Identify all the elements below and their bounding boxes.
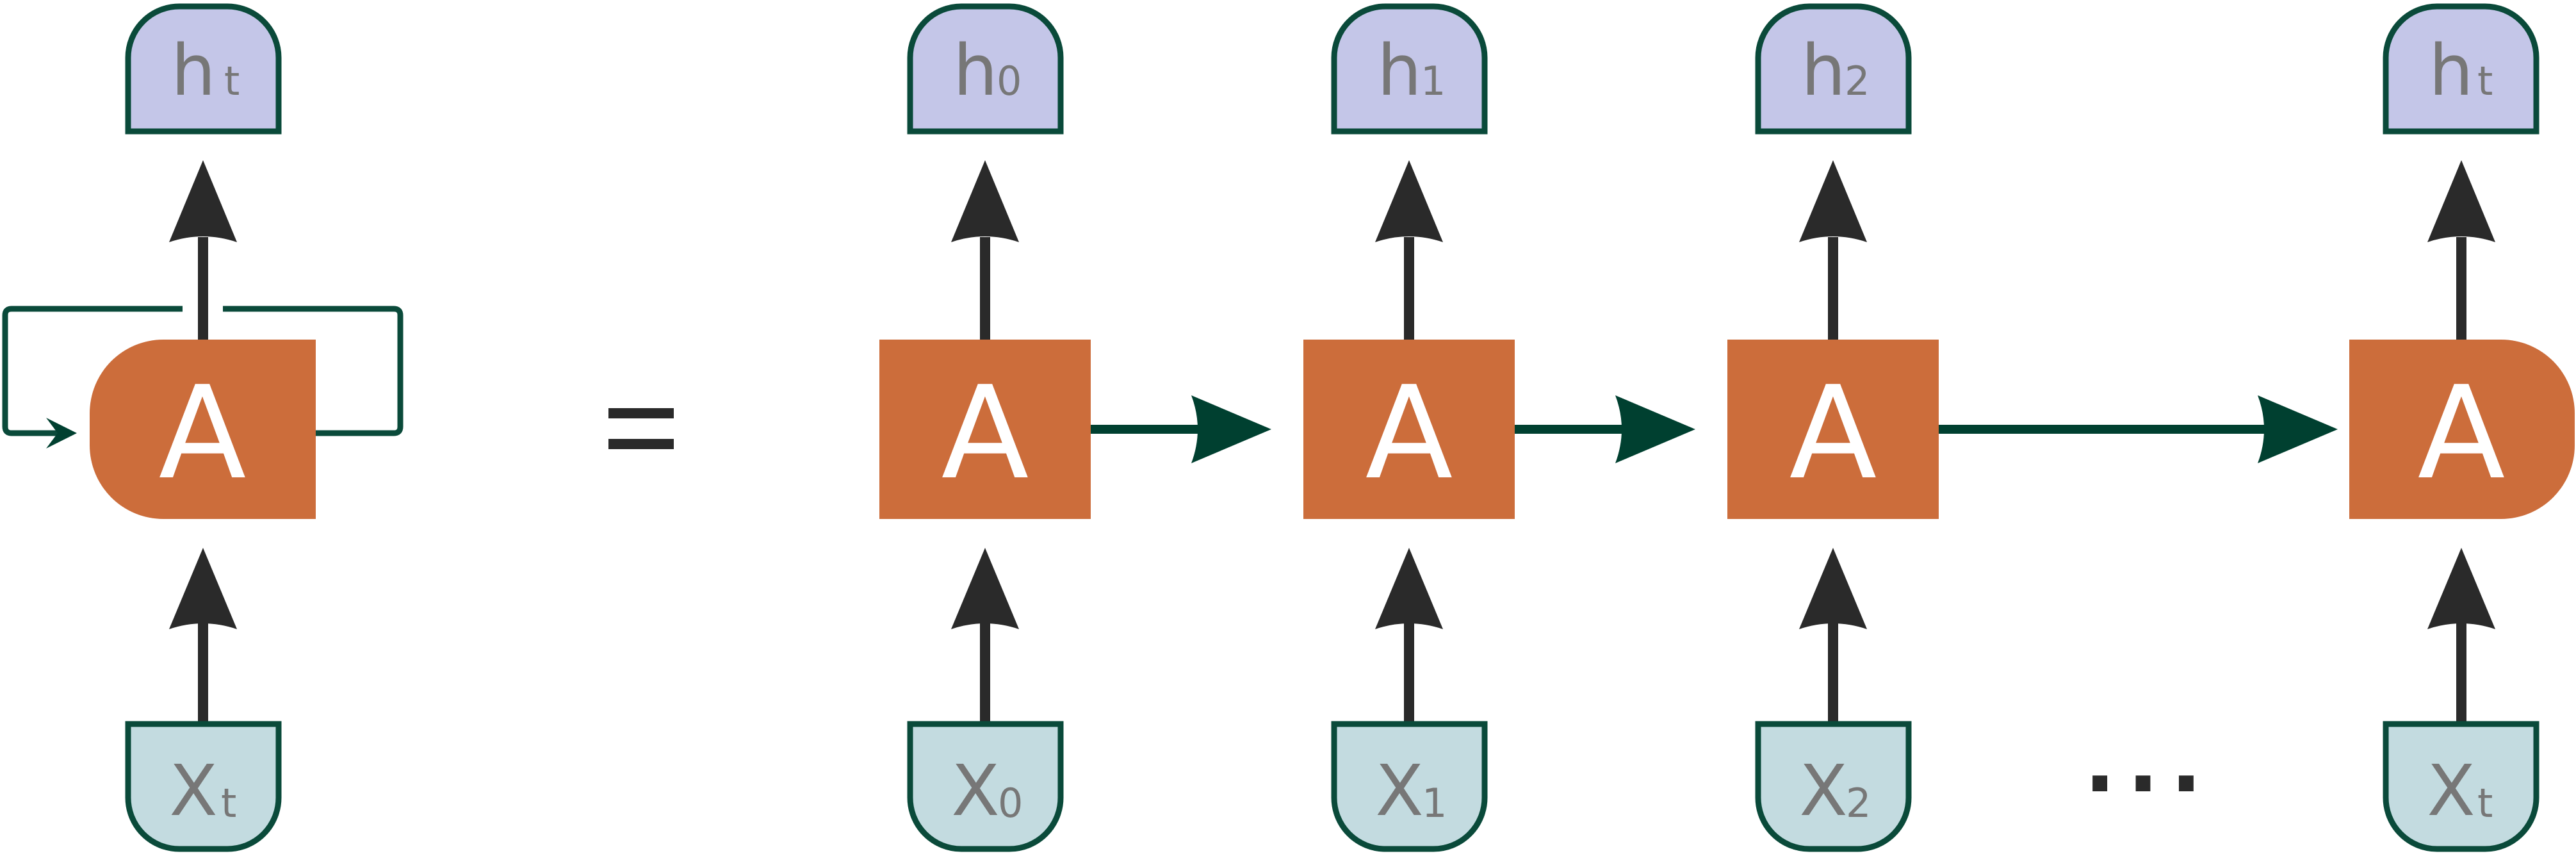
- timestep-t: h t A X t: [2349, 3, 2575, 852]
- input-subscript: 0: [998, 780, 1023, 827]
- arrowhead-up: [1799, 548, 1867, 629]
- recurrent-loop: [2, 306, 183, 436]
- output-main-letter: h: [953, 29, 998, 111]
- input-main-letter: X: [169, 750, 217, 832]
- arrowhead-up: [169, 548, 237, 629]
- output-main-letter: h: [2429, 29, 2474, 111]
- recurrent-loop-right: [223, 306, 404, 436]
- timestep-0: h 0 A X 0: [879, 3, 1091, 852]
- input-main-letter: X: [2427, 750, 2475, 832]
- input-box-x0: [907, 721, 1064, 852]
- arrowhead-up: [1799, 160, 1867, 242]
- arrowhead-up: [1375, 548, 1443, 629]
- output-box-h1: [1331, 3, 1488, 135]
- output-subscript: t: [2477, 58, 2493, 104]
- output-box-h2: [1755, 3, 1912, 135]
- recurrent-loop-arrowhead: [46, 418, 77, 449]
- rnn-cell-t: [2349, 340, 2575, 519]
- timestep-2: h 2 A X 2: [1727, 3, 1939, 852]
- arrowhead-up: [951, 160, 1019, 242]
- output-main-letter: h: [171, 29, 216, 111]
- timestep-1: h 1 A X 1: [1303, 3, 1515, 852]
- cell-label: A: [1789, 359, 1877, 508]
- input-box-xt: X t: [125, 721, 282, 852]
- output-box-ht: h t: [125, 3, 282, 135]
- rnn-cell-0: [879, 340, 1091, 519]
- arrowhead-up: [2427, 160, 2495, 242]
- ellipsis-text: ...: [2084, 714, 2213, 811]
- input-main-letter: X: [951, 750, 999, 832]
- output-box-h0: [907, 3, 1064, 135]
- input-box-xt-unrolled: [2383, 721, 2539, 852]
- arrowhead-up: [951, 548, 1019, 629]
- rnn-cell-rolled: A: [90, 340, 316, 519]
- rnn-cell-1: [1303, 340, 1515, 519]
- input-box-x1: [1331, 721, 1488, 852]
- cell-label: A: [942, 359, 1029, 508]
- input-subscript: t: [221, 780, 236, 827]
- cell-label: A: [2418, 359, 2506, 508]
- cell-label: A: [1365, 359, 1453, 508]
- output-subscript: 0: [997, 58, 1022, 104]
- cell-label: A: [159, 359, 247, 508]
- arrowhead-right: [2258, 395, 2338, 463]
- output-main-letter: h: [1801, 29, 1846, 111]
- input-main-letter: X: [1375, 750, 1423, 832]
- input-box-x2: [1755, 721, 1912, 852]
- arrowhead-up: [1375, 160, 1443, 242]
- output-subscript: 1: [1421, 58, 1446, 104]
- arrowhead-up: [2427, 548, 2495, 629]
- input-subscript: 1: [1422, 780, 1447, 827]
- output-subscript: 2: [1845, 58, 1870, 104]
- arrowhead-up: [169, 160, 237, 242]
- input-main-letter: X: [1799, 750, 1847, 832]
- output-box-ht-unrolled: [2383, 3, 2539, 135]
- recurrent-arrows: [1090, 395, 2338, 463]
- output-main-letter: h: [1377, 29, 1422, 111]
- arrowhead-right: [1615, 395, 1695, 463]
- equals-sign: [608, 408, 674, 449]
- rnn-cell-2: [1727, 340, 1939, 519]
- ellipsis: ...: [2084, 714, 2213, 811]
- output-subscript: t: [224, 58, 240, 104]
- input-subscript: 2: [1846, 780, 1871, 827]
- rolled-rnn: h t A X t: [2, 3, 404, 852]
- input-subscript: t: [2477, 780, 2493, 827]
- arrowhead-right: [1191, 395, 1271, 463]
